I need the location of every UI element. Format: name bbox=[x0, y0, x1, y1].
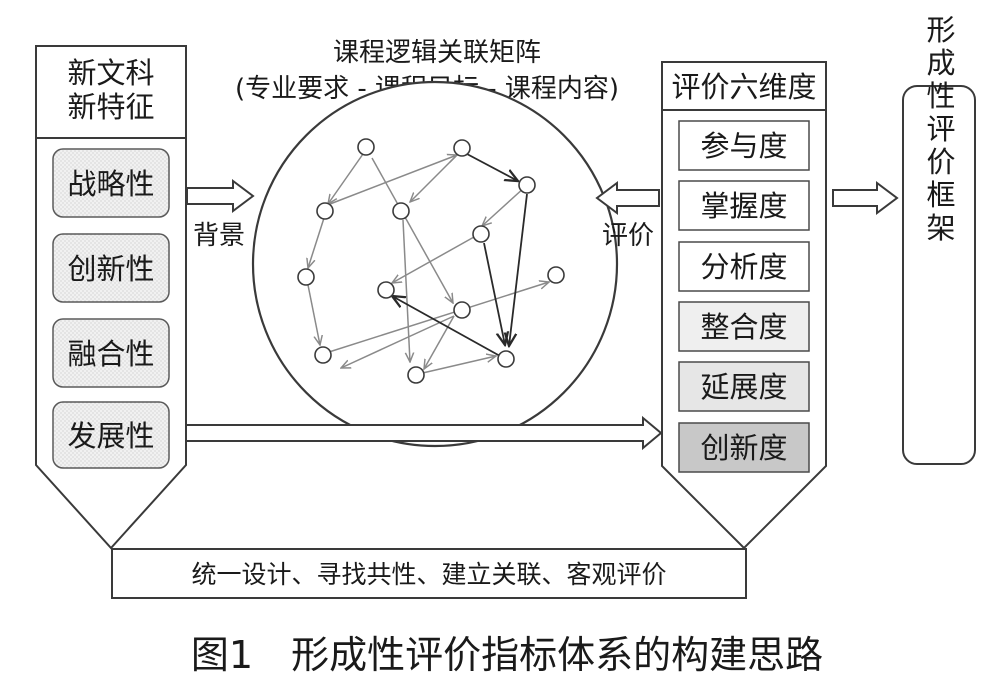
network-node bbox=[518, 176, 536, 194]
dimension-box bbox=[678, 361, 810, 412]
network-arrow bbox=[392, 236, 475, 283]
network-arrow bbox=[482, 186, 526, 226]
dimension-box bbox=[678, 120, 810, 171]
bottom-principles-text: 统一设计、寻找共性、建立关联、客观评价 bbox=[191, 560, 666, 589]
network-node bbox=[497, 350, 515, 368]
network-arrow bbox=[466, 153, 518, 181]
dimension-label: 创新度 bbox=[700, 431, 787, 465]
network-arrow bbox=[307, 284, 320, 345]
network-arrow bbox=[402, 219, 410, 362]
left-item-box bbox=[52, 318, 170, 388]
network-arrow bbox=[329, 155, 457, 205]
dimension-box bbox=[678, 180, 810, 231]
dimension-box bbox=[678, 241, 810, 292]
network-node bbox=[472, 225, 490, 243]
network-node bbox=[453, 139, 471, 157]
network-node bbox=[453, 301, 471, 319]
network-arrow bbox=[509, 193, 528, 346]
network-node bbox=[547, 266, 565, 284]
left-item-box bbox=[52, 148, 170, 218]
framework-label: 形成性评价框架 bbox=[922, 15, 956, 246]
network-nodes bbox=[297, 138, 565, 384]
network-arrow bbox=[413, 356, 496, 376]
left-item-label: 战略性 bbox=[67, 167, 154, 201]
left-item-label: 融合性 bbox=[67, 337, 154, 371]
evaluation-arrow-label: 评价 bbox=[602, 221, 654, 251]
left-panel-header-line2: 新特征 bbox=[67, 90, 154, 124]
network-arrow bbox=[328, 153, 364, 204]
background-arrow-label: 背景 bbox=[193, 221, 245, 251]
network-arrow bbox=[341, 315, 455, 368]
network-node bbox=[314, 346, 332, 364]
dimension-label: 分析度 bbox=[700, 250, 787, 284]
left-item-box bbox=[52, 233, 170, 303]
evaluation-arrow bbox=[595, 181, 660, 215]
figure-caption: 图1 形成性评价指标体系的构建思路 bbox=[191, 633, 823, 677]
framework-box bbox=[902, 85, 976, 465]
network-dark-arrows bbox=[392, 153, 528, 357]
right-panel-header: 评价六维度 bbox=[671, 70, 816, 104]
left-item-label: 创新性 bbox=[67, 252, 154, 286]
network-node bbox=[407, 366, 425, 384]
dimension-box bbox=[678, 422, 810, 473]
left-panel-header-line1: 新文科 bbox=[67, 56, 154, 90]
left-item-box bbox=[52, 401, 170, 469]
network-arrow bbox=[371, 157, 453, 303]
background-arrow bbox=[186, 179, 255, 213]
development-arrow bbox=[185, 415, 663, 451]
network-arrow bbox=[392, 296, 501, 357]
framework-arrow bbox=[832, 181, 899, 215]
network-node bbox=[377, 281, 395, 299]
network-node bbox=[392, 202, 410, 220]
network-node bbox=[297, 268, 315, 286]
dimension-box bbox=[678, 301, 810, 352]
network-arrow bbox=[308, 217, 325, 268]
network-node bbox=[357, 138, 375, 156]
dimension-label: 整合度 bbox=[700, 310, 787, 344]
dimension-label: 掌握度 bbox=[700, 189, 787, 223]
dimension-label: 参与度 bbox=[700, 129, 787, 163]
left-item-label: 发展性 bbox=[67, 419, 154, 453]
bottom-principles-box bbox=[111, 548, 747, 599]
network-arrow bbox=[483, 242, 505, 345]
dimension-label: 延展度 bbox=[700, 370, 787, 404]
matrix-title: 课程逻辑关联矩阵 bbox=[333, 38, 541, 68]
network-arrow bbox=[328, 282, 549, 353]
network-arrow bbox=[410, 155, 457, 202]
matrix-circle bbox=[251, 80, 619, 448]
network-arrow bbox=[424, 315, 455, 369]
network-node bbox=[316, 202, 334, 220]
network-light-arrows bbox=[307, 153, 549, 376]
